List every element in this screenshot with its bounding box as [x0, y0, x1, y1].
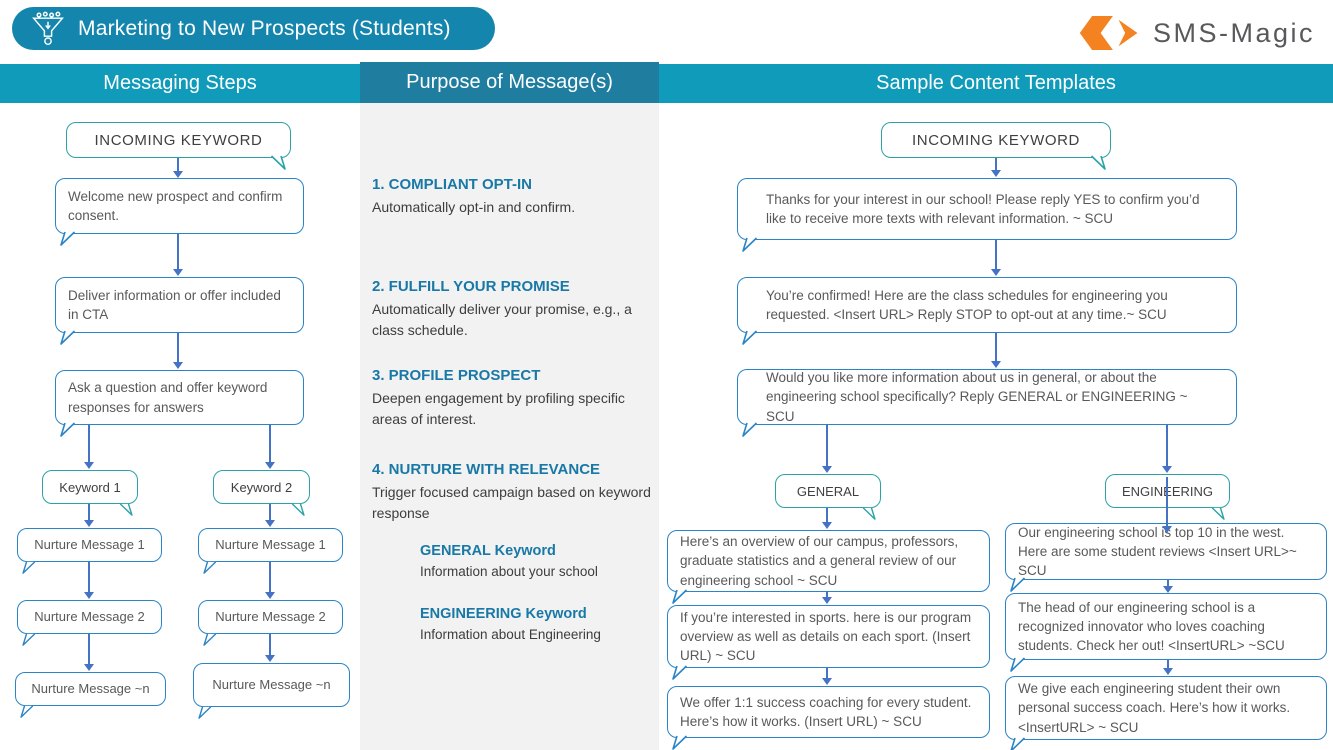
bubble-sample-profile: Would you like more information about us…	[737, 369, 1237, 437]
flow-arrow	[265, 562, 275, 599]
purpose-body: Trigger focused campaign based on keywor…	[372, 484, 651, 521]
purpose-item-3: 3. PROFILE PROSPECT Deepen engagement by…	[372, 367, 658, 430]
logo-icon	[1079, 16, 1138, 50]
bubble-welcome-prospect: Welcome new prospect and confirm consent…	[55, 178, 304, 246]
purpose-heading: 3. PROFILE PROSPECT	[372, 367, 541, 384]
title-pill: Marketing to New Prospects (Students)	[12, 7, 495, 50]
page-title: Marketing to New Prospects (Students)	[78, 16, 451, 40]
keyword-note-body: Information about Engineering	[420, 627, 601, 642]
bubble-nurture-2-branch2: Nurture Message 2	[198, 600, 343, 646]
bubble-general-msg-2: If you’re interested in sports. here is …	[667, 605, 990, 680]
flow-arrow	[84, 634, 94, 671]
bubble-deliver-information: Deliver information or offer included in…	[55, 277, 304, 345]
bubble-text: Nurture Message 2	[215, 608, 326, 624]
flow-arrow	[1163, 580, 1173, 593]
purpose-heading: 2. FULFILL YOUR PROMISE	[372, 278, 570, 295]
bubble-text: Nurture Message ~n	[212, 676, 331, 692]
flow-arrow	[173, 234, 183, 276]
purpose-item-2: 2. FULFILL YOUR PROMISE Automatically de…	[372, 278, 658, 341]
keyword-note-body: Information about your school	[420, 564, 598, 579]
flow-arrow	[822, 668, 832, 685]
purpose-general-keyword-note: GENERAL Keyword Information about your s…	[420, 543, 660, 582]
flow-arrow	[991, 158, 1001, 177]
bubble-incoming-keyword-left: INCOMING KEYWORD	[66, 122, 291, 170]
bubble-text: Would you like more information about us…	[766, 370, 1188, 424]
bubble-general-msg-1: Here’s an overview of our campus, profes…	[667, 530, 990, 604]
bubble-engineering-msg-2: The head of our engineering school is a …	[1005, 593, 1327, 672]
logo-text: SMS-Magic	[1152, 17, 1315, 48]
flow-arrow	[991, 240, 1001, 276]
flow-arrow	[1162, 425, 1172, 473]
bubble-ask-question: Ask a question and offer keyword respons…	[55, 370, 304, 437]
flow-arrow	[265, 504, 275, 527]
bubble-nurture-1-branch2: Nurture Message 1	[198, 528, 343, 574]
bubble-text: Nurture Message 1	[34, 536, 145, 552]
bubble-text: Nurture Message 2	[34, 608, 145, 624]
bubble-nurture-2-branch1: Nurture Message 2	[17, 600, 162, 646]
keyword-note-heading: ENGINEERING Keyword	[420, 606, 587, 622]
purpose-heading: 1. COMPLIANT OPT-IN	[372, 176, 533, 193]
flow-arrow	[84, 562, 94, 599]
purpose-engineering-keyword-note: ENGINEERING Keyword Information about En…	[420, 606, 660, 645]
purpose-item-4: 4. NURTURE WITH RELEVANCE Trigger focuse…	[372, 461, 658, 524]
column-header-sample-templates: Sample Content Templates	[659, 64, 1333, 103]
bubble-text: Welcome new prospect and confirm consent…	[68, 188, 283, 223]
bubble-text: We offer 1:1 success coaching for every …	[680, 694, 972, 729]
purpose-body: Automatically opt-in and confirm.	[372, 199, 576, 215]
bubble-nurture-1-branch1: Nurture Message 1	[17, 528, 162, 574]
purpose-column-background	[360, 103, 659, 750]
column-header-messaging-steps: Messaging Steps	[0, 64, 360, 103]
bubble-nurture-n-branch1: Nurture Message ~n	[15, 672, 166, 718]
bubble-sample-confirmed: You’re confirmed! Here are the class sch…	[737, 277, 1237, 345]
bubble-engineering-msg-3: We give each engineering student their o…	[1005, 676, 1327, 750]
keyword-note-heading: GENERAL Keyword	[420, 543, 556, 559]
bubble-text: Here’s an overview of our campus, profes…	[680, 534, 959, 588]
column-header-label: Sample Content Templates	[876, 72, 1116, 94]
flow-arrow	[173, 158, 183, 178]
funnel-icon	[32, 11, 64, 45]
bubble-text: You’re confirmed! Here are the class sch…	[766, 287, 1168, 322]
flow-arrow	[991, 333, 1001, 368]
purpose-body: Deepen engagement by profiling specific …	[372, 390, 625, 427]
flow-arrow	[822, 425, 832, 473]
bubble-text: GENERAL	[796, 483, 860, 499]
bubble-text: The head of our engineering school is a …	[1018, 599, 1285, 654]
column-header-label: Messaging Steps	[103, 72, 257, 94]
bubble-text: Our engineering school is top 10 in the …	[1018, 524, 1297, 579]
bubble-text: If you’re interested in sports. here is …	[680, 609, 972, 664]
bubble-text: Nurture Message ~n	[31, 680, 150, 696]
bubble-text: INCOMING KEYWORD	[94, 131, 263, 149]
flow-arrow	[1162, 477, 1172, 533]
flow-arrow	[84, 504, 94, 527]
column-header-label: Purpose of Message(s)	[406, 71, 613, 93]
purpose-body: Automatically deliver your promise, e.g.…	[372, 301, 632, 338]
purpose-item-1: 1. COMPLIANT OPT-IN Automatically opt-in…	[372, 176, 658, 218]
bubble-keyword-2: Keyword 2	[213, 470, 310, 516]
column-header-purpose: Purpose of Message(s)	[360, 62, 659, 103]
bubble-text: Nurture Message 1	[215, 536, 326, 552]
bubble-keyword-1: Keyword 1	[42, 470, 138, 516]
bubble-general-msg-3: We offer 1:1 success coaching for every …	[667, 686, 990, 750]
bubble-general-keyword: GENERAL	[775, 474, 881, 520]
bubble-text: Thanks for your interest in our school! …	[766, 191, 1200, 226]
logo: SMS-Magic	[1077, 12, 1315, 54]
bubble-sample-optin: Thanks for your interest in our school! …	[737, 178, 1237, 252]
bubble-incoming-keyword-right: INCOMING KEYWORD	[881, 122, 1111, 170]
bubble-text: INCOMING KEYWORD	[912, 131, 1080, 149]
purpose-heading: 4. NURTURE WITH RELEVANCE	[372, 461, 601, 478]
bubble-text: Ask a question and offer keyword respons…	[68, 380, 268, 415]
bubble-text: Deliver information or offer included in…	[68, 287, 281, 322]
flow-arrow	[84, 425, 94, 469]
flow-arrow	[173, 333, 183, 369]
bubble-text: Keyword 2	[230, 479, 293, 495]
bubble-nurture-n-branch2: Nurture Message ~n	[193, 663, 350, 719]
flow-arrow	[265, 634, 275, 662]
bubble-text: Keyword 1	[59, 479, 121, 495]
flow-arrow	[265, 425, 275, 469]
flow-arrow	[822, 508, 832, 529]
flow-arrow	[1163, 660, 1173, 675]
flow-arrow	[822, 592, 832, 604]
bubble-text: We give each engineering student their o…	[1018, 681, 1291, 735]
